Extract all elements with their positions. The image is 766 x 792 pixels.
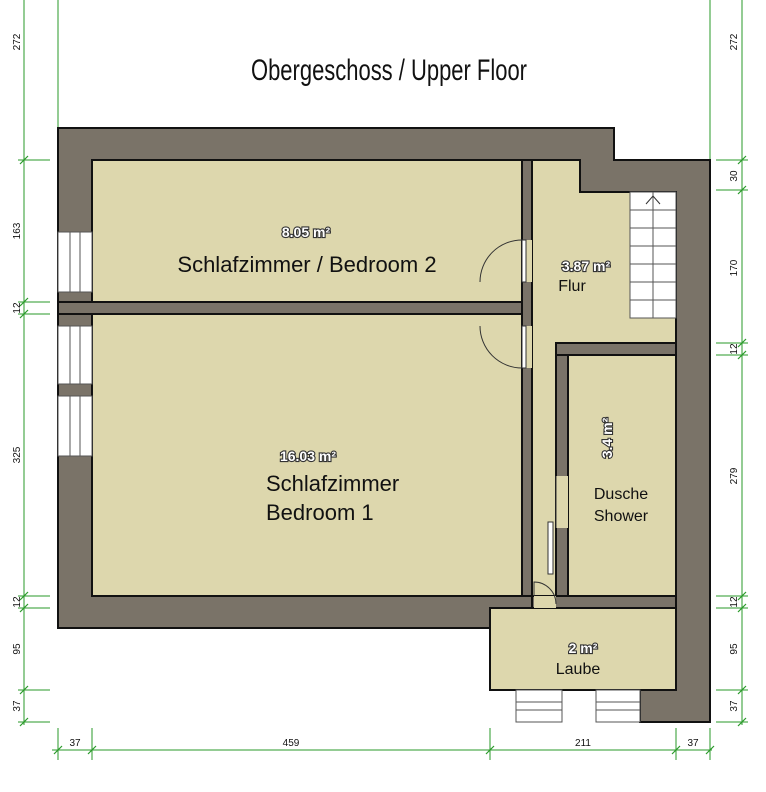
dim-left-12b: 12: [12, 596, 23, 608]
door-shower: [547, 476, 557, 575]
label-shower-line2: Shower: [594, 508, 649, 525]
dim-right-30: 30: [729, 170, 740, 182]
staircase: [629, 191, 677, 319]
wall-shower-left: [555, 342, 569, 597]
dim-bottom-37a: 37: [69, 738, 81, 749]
dim-left-272: 272: [12, 33, 23, 50]
dim-right-95: 95: [729, 643, 740, 655]
dim-left-325: 325: [12, 446, 23, 463]
dim-right-170: 170: [729, 259, 740, 276]
label-laube: Laube: [556, 661, 601, 678]
dim-right-279: 279: [729, 467, 740, 484]
dim-left-163: 163: [12, 222, 23, 239]
dim-right-37: 37: [729, 700, 740, 712]
dim-left-37: 37: [12, 700, 23, 712]
window-bedroom-1-bottom: [57, 395, 93, 457]
area-laube: 2 m²: [569, 640, 598, 656]
door-bedroom-1: [479, 325, 527, 369]
area-bedroom-1: 16.03 m²: [280, 448, 336, 464]
door-bedroom-2: [479, 239, 527, 283]
area-flur: 3.87 m²: [562, 258, 611, 274]
door-laube: [533, 581, 557, 605]
dim-right-272: 272: [729, 33, 740, 50]
dim-bottom-37b: 37: [687, 738, 699, 749]
wall-shower-top: [555, 342, 677, 356]
room-bedroom-1: [91, 313, 523, 597]
dim-bottom-211: 211: [575, 738, 591, 749]
label-bedroom-1-line2: Bedroom 1: [266, 500, 374, 525]
plan-title: Obergeschoss / Upper Floor: [251, 54, 527, 87]
label-bedroom-2: Schlafzimmer / Bedroom 2: [177, 252, 436, 277]
dimension-lines: [18, 0, 748, 760]
wall-laube-top: [531, 595, 677, 609]
label-bedroom-1-line1: Schlafzimmer: [266, 471, 399, 496]
dim-left-12a: 12: [12, 302, 23, 314]
window-bedroom-2: [57, 231, 93, 293]
area-shower: 3.4 m²: [599, 417, 615, 458]
window-laube-left: [515, 689, 563, 723]
label-flur: Flur: [558, 278, 586, 295]
dim-left-95: 95: [12, 643, 23, 655]
dim-bottom-459: 459: [283, 738, 300, 749]
dim-right-12b: 12: [729, 596, 740, 608]
room-laube: [489, 607, 677, 691]
wall-bedroom-flur: [521, 159, 533, 597]
window-bedroom-1-top: [57, 325, 93, 385]
dim-right-12a: 12: [729, 343, 740, 355]
room-bedroom-2: [91, 159, 523, 303]
wall-bedroom-divider: [57, 301, 533, 315]
label-shower-line1: Dusche: [594, 486, 648, 503]
area-bedroom-2: 8.05 m²: [282, 224, 331, 240]
window-laube-right: [595, 689, 641, 723]
room-shower: [567, 354, 677, 597]
